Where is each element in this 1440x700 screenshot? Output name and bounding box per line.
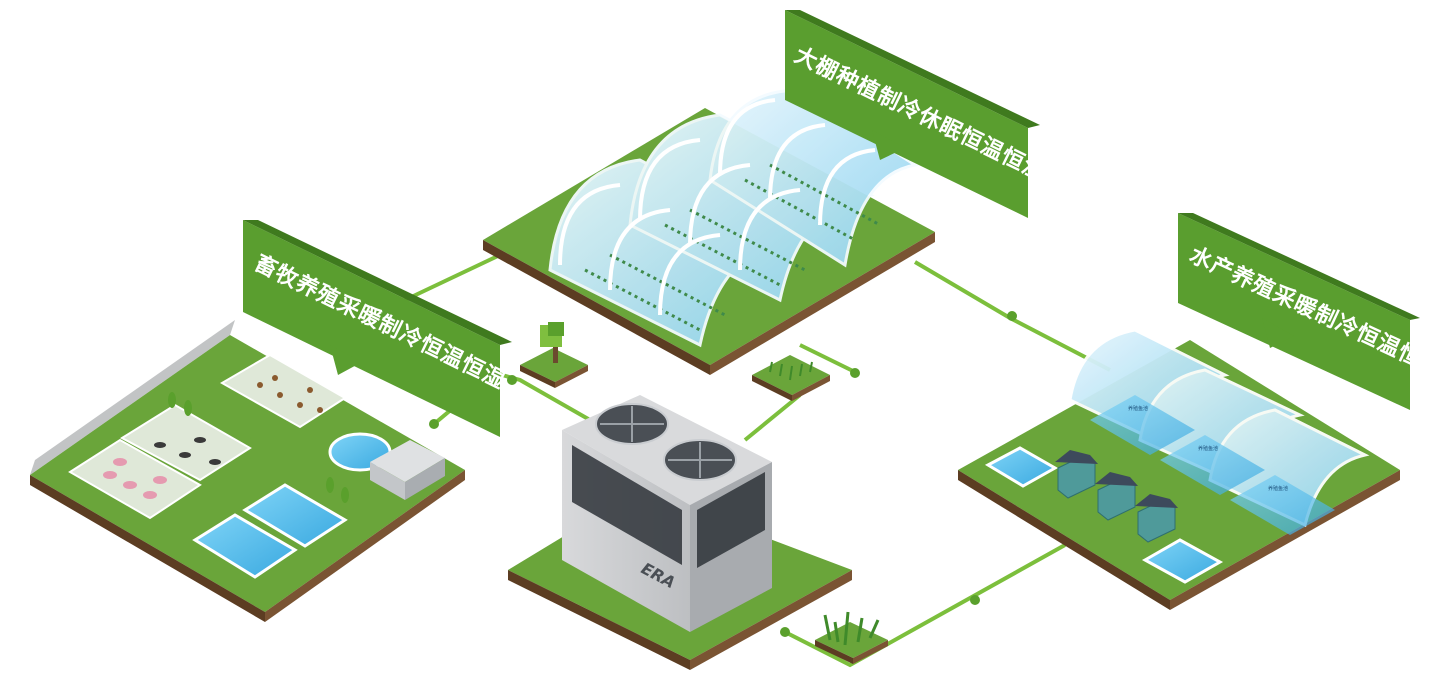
pond-label-2: 养殖鱼池 <box>1198 445 1218 452</box>
greenhouse-crops <box>584 163 881 332</box>
grass-tile-2 <box>815 611 888 664</box>
heat-pump-unit: ERA <box>562 395 772 632</box>
chickens <box>257 375 323 413</box>
pump-houses <box>1057 454 1176 543</box>
pond-label-1: 养殖鱼池 <box>1128 405 1148 412</box>
livestock-platform <box>30 320 465 622</box>
pond-label-3: 养殖鱼池 <box>1268 485 1288 492</box>
grass-tile-1 <box>752 355 830 401</box>
connector-nodes <box>429 311 1017 637</box>
animals <box>103 458 167 499</box>
tree-tile <box>520 322 588 388</box>
greenhouse-platform <box>483 88 935 375</box>
aquaculture-platform: 养殖鱼池 养殖鱼池 养殖鱼池 <box>958 328 1400 610</box>
cows <box>154 437 221 465</box>
greenhouse-arches <box>558 98 876 316</box>
trees <box>168 392 349 503</box>
